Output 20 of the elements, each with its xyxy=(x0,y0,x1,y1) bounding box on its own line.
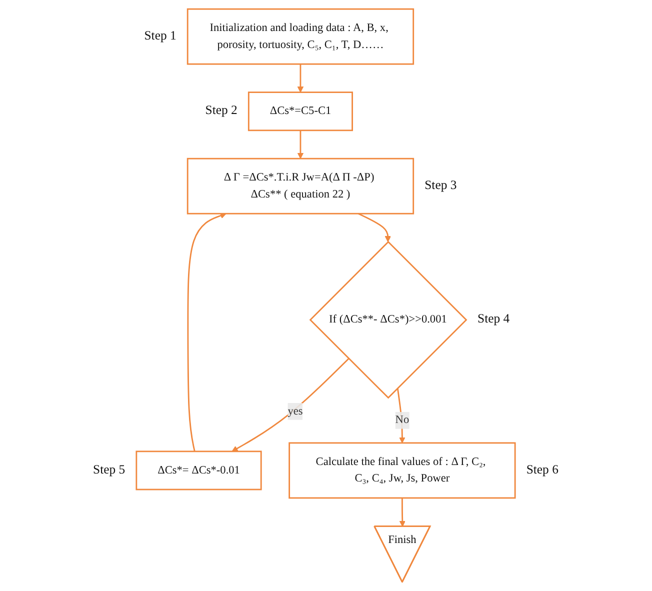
step-label: Step 6 xyxy=(526,462,559,476)
arrow xyxy=(298,130,304,159)
node-box: ΔCs*= ΔCs*-0.01 xyxy=(136,450,262,490)
arrow xyxy=(187,212,227,452)
edge-label: yes xyxy=(288,405,304,418)
arrow xyxy=(358,213,392,242)
step-label: Step 2 xyxy=(206,103,238,118)
node-box: Δ Γ =ΔCs*.T.i.R Jw=A(Δ Π -ΔP) ΔCs** ( equation 22 ) xyxy=(187,158,414,214)
arrow xyxy=(298,64,304,93)
step-label: Step 1 xyxy=(144,28,177,42)
node-box: Initialization and loading data : A, B, x, porosity, tortuosity, C₅, C₁, T, D…… xyxy=(187,8,414,65)
edge-label: No xyxy=(396,414,410,426)
step-label: Step 3 xyxy=(424,178,457,192)
step-label: Step 5 xyxy=(93,462,126,476)
arrow xyxy=(400,498,406,527)
step-label: Step 4 xyxy=(478,312,510,326)
node-box: ΔCs*=C5-C1 xyxy=(248,92,354,132)
node-box: Calculate the final values of : Δ Γ, C₂, C₃, C₄, Jw, Js, Power xyxy=(288,442,516,499)
node-diamond: If (ΔCs**- ΔCs*)>>0.001 xyxy=(310,240,468,399)
arrow xyxy=(232,358,350,452)
